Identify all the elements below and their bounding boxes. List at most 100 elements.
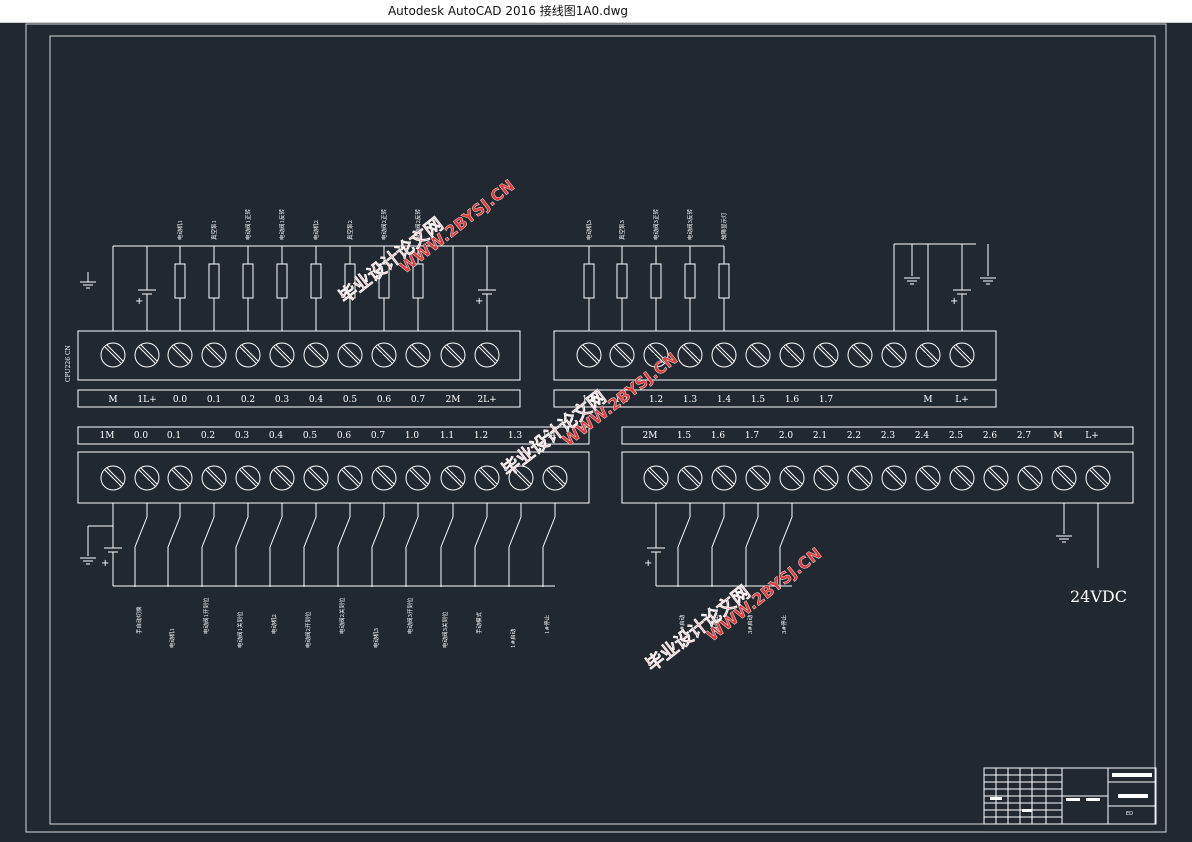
terminal-screw [745,465,771,491]
terminal-label: 1.0 [405,431,420,441]
terminal-label: 0.5 [303,431,318,441]
screw-slot [341,346,359,364]
terminal-label: 0.1 [167,431,181,441]
screw-slot [819,344,837,362]
load-resistor [684,263,696,299]
terminal-label-strip [77,389,521,408]
screw-slot [1023,467,1041,485]
terminal-screw [1085,465,1111,491]
screw-slot [478,469,496,487]
screw-slot [446,344,464,362]
terminal-label: 1.7 [745,431,760,441]
screw-slot [647,469,665,487]
load-resistor [650,263,662,299]
terminal-label: 0.5 [343,395,358,405]
terminal-screw [847,465,873,491]
screw-slot [307,469,325,487]
terminal-label: 1.5 [751,395,766,405]
battery-plus: + [475,296,483,307]
cad-footer-text: ED [1126,811,1133,817]
screw-slot [173,467,191,485]
terminal-screw [881,465,907,491]
terminal-screw [235,465,261,491]
screw-slot [205,346,223,364]
screw-slot [512,469,530,487]
terminal-screw [1017,465,1043,491]
drawing-frame [25,23,1167,833]
terminal-screw [711,342,737,368]
watermark-cn: 毕业设计论文网 [642,581,755,676]
terminal-label: 1.6 [711,431,726,441]
screw-slot [887,467,905,485]
load-resistor [174,263,186,299]
screw-slot [851,469,869,487]
watermark-url: WWW.2BYSJ.CN [703,544,825,645]
battery-plus: + [135,296,143,307]
screw-slot [207,344,225,362]
screw-slot [921,467,939,485]
terminal-label: 2.4 [915,431,930,441]
screw-slot [411,467,429,485]
terminal-screw [474,342,500,368]
terminal-label: 1.1 [440,431,454,441]
terminal-screw [474,465,500,491]
screw-slot [205,469,223,487]
screw-slot [853,467,871,485]
screw-slot [681,469,699,487]
terminal-screw [440,465,466,491]
terminal-screw [303,342,329,368]
terminal-screw [881,342,907,368]
terminal-label: M [923,395,932,405]
load-resistor [276,263,288,299]
screw-slot [751,467,769,485]
switch-contact [779,516,793,548]
screw-slot [409,469,427,487]
terminal-screw [915,465,941,491]
terminal-label: 0.2 [241,395,255,405]
screw-slot [783,346,801,364]
terminal-screw [915,342,941,368]
screw-slot [715,346,733,364]
output-label: 真空泵1 [210,220,218,240]
screw-slot [239,469,257,487]
terminal-label: 1.4 [717,395,732,405]
switch-contact [405,516,419,548]
title-block-bar [1066,798,1080,801]
terminal-label: L+ [955,395,969,405]
terminal-screw [201,342,227,368]
terminal-label: 0.7 [411,395,426,405]
screw-slot [343,344,361,362]
screw-slot [1021,469,1039,487]
screw-slot [851,346,869,364]
terminal-screw [949,342,975,368]
screw-slot [241,344,259,362]
screw-slot [785,467,803,485]
terminal-screw [643,342,669,368]
screw-slot [309,344,327,362]
terminal-strip [77,451,590,504]
screw-slot [411,344,429,362]
screw-slot [307,346,325,364]
switch-contact [745,516,759,548]
terminal-screw [167,342,193,368]
terminal-screw [508,465,534,491]
input-label: 手自动切换 [135,606,143,634]
switch-contact [235,516,249,548]
switch-contact [677,516,691,548]
output-label: 真空泵3 [618,219,626,240]
screw-slot [1089,469,1107,487]
screw-slot [375,346,393,364]
screw-slot [480,344,498,362]
screw-slot [885,469,903,487]
terminal-label: 1.4 [542,431,557,441]
terminal-label: 2.1 [813,431,827,441]
terminal-label: 1M [100,431,115,441]
terminal-label: 1.6 [785,395,800,405]
screw-slot [548,467,566,485]
input-label: 电动阀1开到位 [202,597,210,634]
output-label: 电动阀1正转 [244,209,252,240]
load-resistor [616,263,628,299]
terminal-screw [983,465,1009,491]
